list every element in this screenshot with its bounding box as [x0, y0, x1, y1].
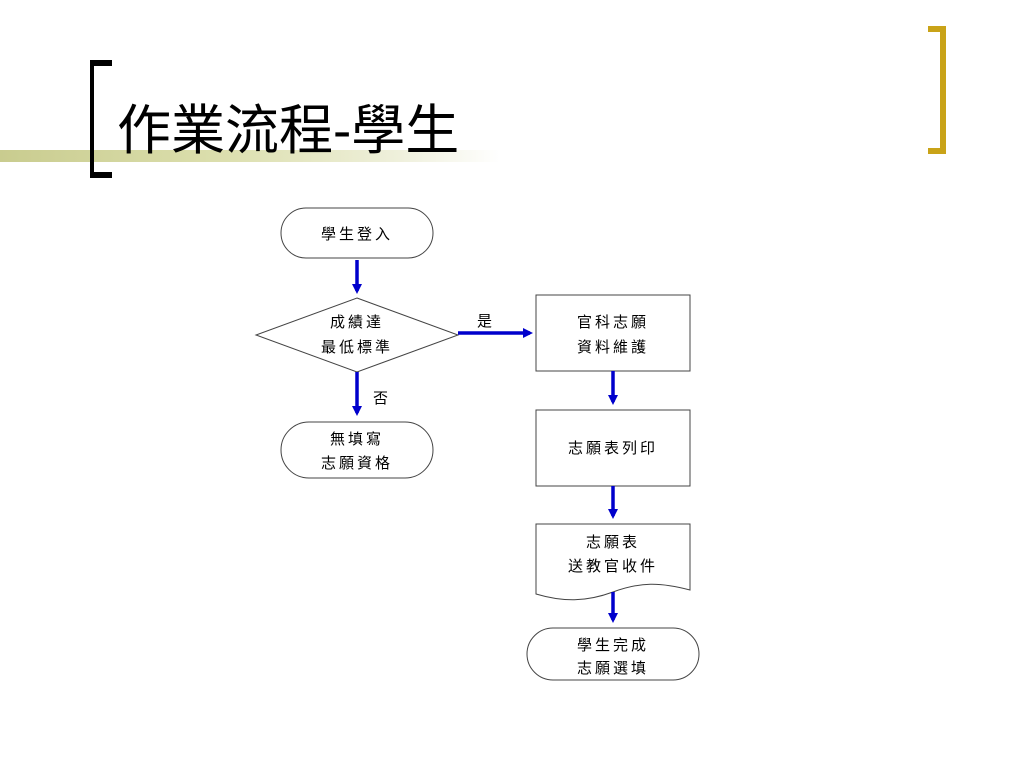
step3-line1: 志願表 — [586, 533, 640, 551]
decision-label-line1: 成績達 — [330, 313, 384, 331]
end-terminator: 學生完成 志願選填 — [526, 627, 700, 681]
title-underline-bar — [0, 150, 500, 162]
start-terminator: 學生登入 — [280, 207, 434, 259]
end-line2: 志願選填 — [577, 659, 649, 677]
left-bracket-decoration — [90, 60, 112, 178]
no-label: 否 — [373, 389, 391, 407]
step1-line2: 資料維護 — [577, 338, 649, 356]
step-print-form: 志願表列印 — [535, 409, 691, 487]
step1-line1: 官科志願 — [577, 313, 649, 331]
no-eligibility-line2: 志願資格 — [321, 454, 393, 472]
start-label: 學生登入 — [321, 225, 393, 243]
right-bracket-decoration — [928, 26, 946, 154]
step3-line2: 送教官收件 — [568, 557, 658, 575]
yes-label: 是 — [477, 312, 495, 330]
decision-label-line2: 最低標準 — [321, 338, 393, 356]
step-maintain-preferences: 官科志願 資料維護 — [535, 294, 691, 372]
step2-label: 志願表列印 — [568, 439, 658, 457]
no-eligibility-terminator: 無填寫 志願資格 — [280, 421, 434, 479]
decision-diamond: 成績達 最低標準 — [254, 297, 460, 373]
slide-title: 作業流程-學生 — [117, 99, 460, 162]
end-line1: 學生完成 — [577, 636, 649, 654]
no-eligibility-line1: 無填寫 — [330, 430, 384, 448]
step-submit-form-document: 志願表 送教官收件 — [535, 523, 691, 601]
